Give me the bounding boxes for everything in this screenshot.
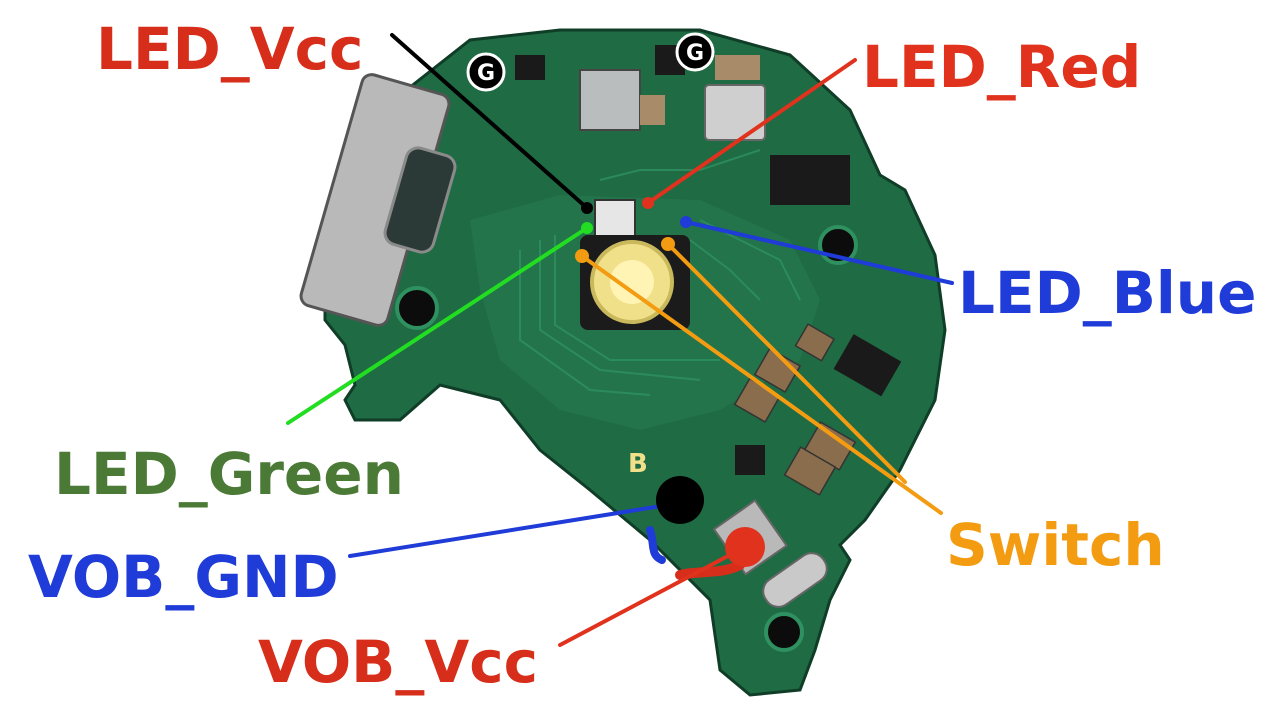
led-green-dot (581, 222, 593, 234)
led-vcc-line (390, 33, 589, 210)
led-blue-dot (680, 216, 692, 228)
silkscreen-b: B (628, 449, 648, 479)
ground-marker-left: G (466, 52, 506, 92)
led-vcc-label: LED_Vcc (96, 15, 363, 83)
led-red-line (646, 58, 857, 205)
ground-marker-right: G (675, 32, 715, 72)
led-red-dot (642, 197, 654, 209)
switch-dot-a (575, 249, 589, 263)
vob-gnd-dot (656, 476, 704, 524)
vob-vcc-dot (725, 527, 765, 567)
vob-gnd-label: VOB_GND (28, 543, 339, 611)
switch-dot-b (661, 237, 675, 251)
labels: LED_Vcc LED_Red LED_Blue LED_Green Switc… (26, 13, 1258, 698)
vob-gnd-line (348, 501, 682, 558)
led-blue-line (684, 220, 954, 285)
pcb-board: B (299, 28, 947, 697)
led-green-line (286, 226, 589, 425)
connection-points (575, 197, 765, 567)
callout-lines (286, 33, 954, 647)
vob-vcc-label: VOB_Vcc (258, 628, 538, 696)
ground-marker-left-label: G (477, 61, 495, 86)
led-green-label: LED_Green (54, 440, 404, 508)
ground-marker-right-label: G (686, 41, 704, 66)
vob-vcc-line (558, 545, 747, 647)
switch-line-a (580, 254, 943, 515)
switch-label: Switch (946, 511, 1165, 579)
led-red-label: LED_Red (862, 33, 1141, 101)
switch-line-b (666, 242, 907, 484)
led-blue-label: LED_Blue (958, 259, 1256, 327)
led-vcc-dot (581, 202, 593, 214)
